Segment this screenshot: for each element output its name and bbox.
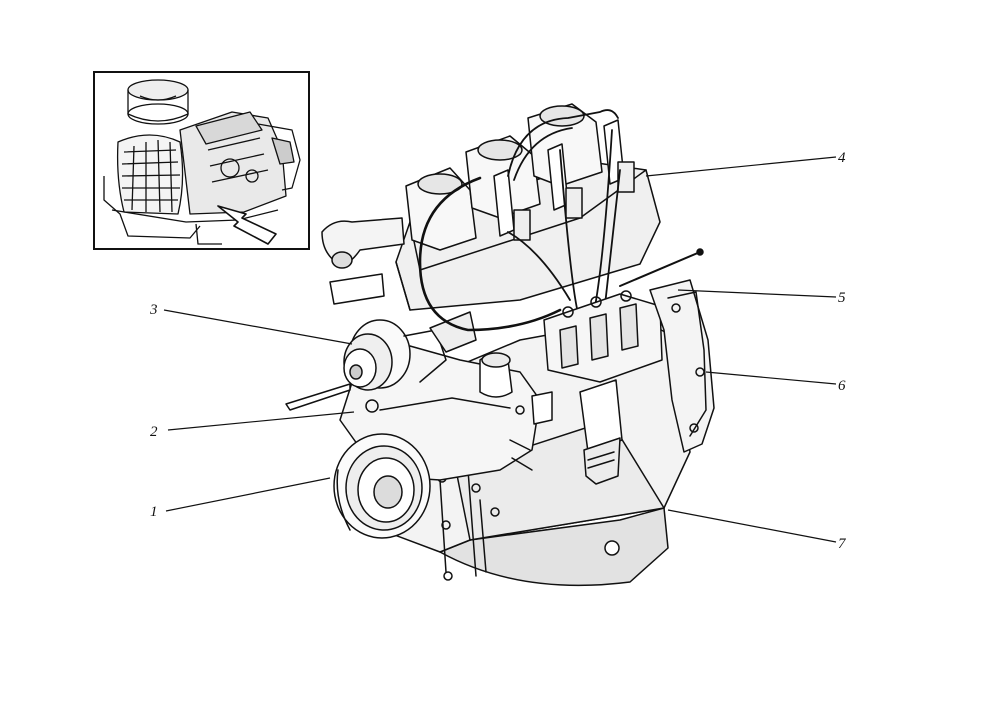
callout-5: 5 xyxy=(838,290,846,306)
dipstick xyxy=(285,383,351,411)
callout-1: 1 xyxy=(150,504,158,520)
inset-panel xyxy=(93,71,310,250)
callout-labels: 1 2 3 4 5 6 7 xyxy=(149,150,847,552)
leader-line-3 xyxy=(163,309,353,345)
callout-3: 3 xyxy=(149,302,158,318)
leader-line-6 xyxy=(705,371,837,385)
callout-7: 7 xyxy=(838,536,847,552)
water-pump-pulley xyxy=(343,319,447,391)
inset-arrow-icon xyxy=(217,205,277,245)
callout-2: 2 xyxy=(150,424,158,440)
callout-6: 6 xyxy=(838,378,846,394)
engine-illustration xyxy=(285,103,715,587)
fuel-injectors xyxy=(493,119,635,241)
callout-leaders xyxy=(163,156,837,543)
leader-line-5 xyxy=(677,289,837,298)
injection-pump xyxy=(543,290,663,383)
callout-4: 4 xyxy=(838,150,846,166)
inset-tractor-illustration xyxy=(103,79,301,245)
leader-line-4 xyxy=(645,156,837,177)
flywheel-housing xyxy=(649,279,715,453)
leader-line-2 xyxy=(167,411,355,431)
fuel-lines xyxy=(418,109,621,332)
crankshaft-pulley xyxy=(333,433,431,539)
fuel-filter xyxy=(579,379,623,485)
leader-line-1 xyxy=(165,477,331,512)
leader-line-7 xyxy=(667,509,837,543)
oil-sump xyxy=(439,507,669,587)
